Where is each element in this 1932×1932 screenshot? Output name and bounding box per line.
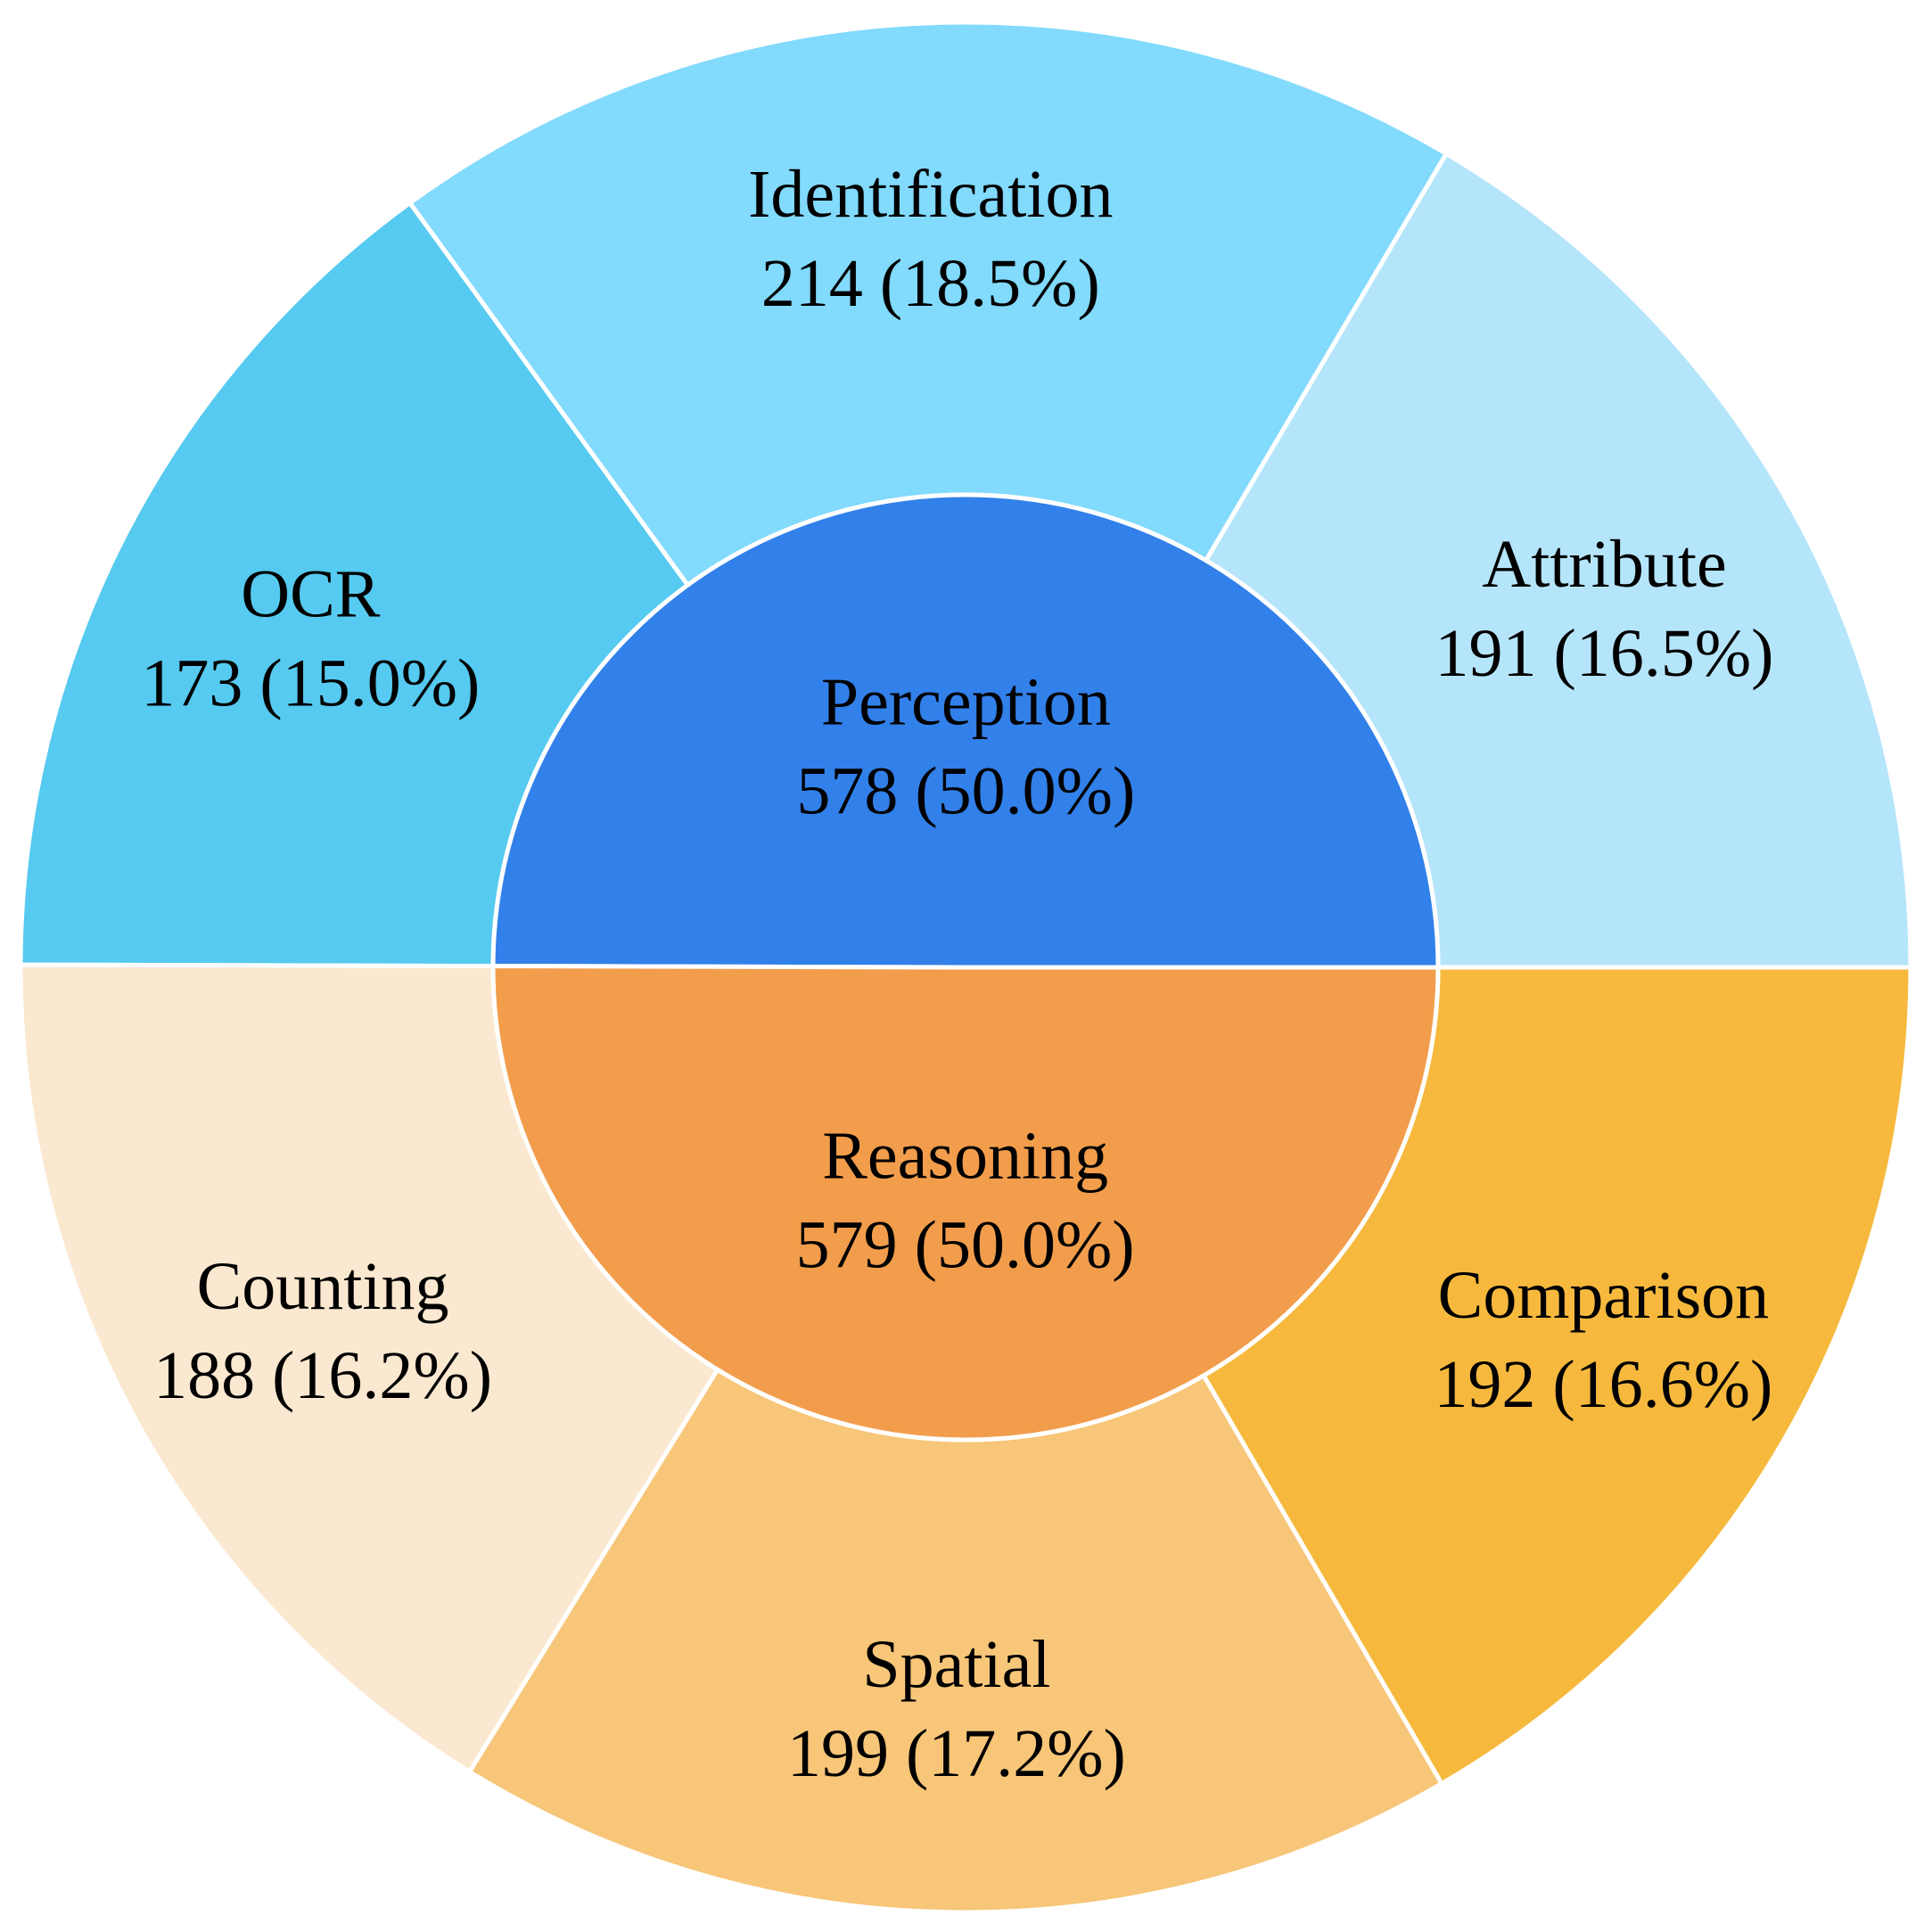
inner-segment-perception bbox=[490, 492, 1441, 970]
segment-value-perception: 578 (50.0%) bbox=[796, 754, 1135, 829]
labels: Attribute 191 (16.5%) Identification 214 (1… bbox=[141, 157, 1773, 1791]
segment-value-reasoning: 579 (50.0%) bbox=[796, 1207, 1135, 1282]
segment-value-identification: 214 (18.5%) bbox=[761, 246, 1100, 321]
segment-name-perception: Perception bbox=[821, 665, 1111, 740]
segment-name-reasoning: Reasoning bbox=[822, 1118, 1108, 1193]
outer-ring bbox=[18, 20, 1913, 1915]
segment-value-comparison: 192 (16.6%) bbox=[1434, 1347, 1772, 1422]
segment-value-spatial: 199 (17.2%) bbox=[787, 1716, 1126, 1791]
segment-value-counting: 188 (16.2%) bbox=[153, 1338, 492, 1413]
segment-name-identification: Identification bbox=[748, 157, 1113, 232]
segment-value-attribute: 191 (16.5%) bbox=[1435, 616, 1774, 691]
inner-segment-reasoning bbox=[490, 964, 1441, 1443]
segment-name-counting: Counting bbox=[197, 1249, 449, 1324]
segment-value-ocr: 173 (15.0%) bbox=[141, 646, 480, 721]
segment-name-attribute: Attribute bbox=[1482, 527, 1726, 602]
inner-ring bbox=[490, 492, 1441, 1443]
segment-name-spatial: Spatial bbox=[862, 1627, 1050, 1702]
segment-name-comparison: Comparison bbox=[1438, 1258, 1770, 1333]
segment-name-ocr: OCR bbox=[241, 557, 381, 632]
